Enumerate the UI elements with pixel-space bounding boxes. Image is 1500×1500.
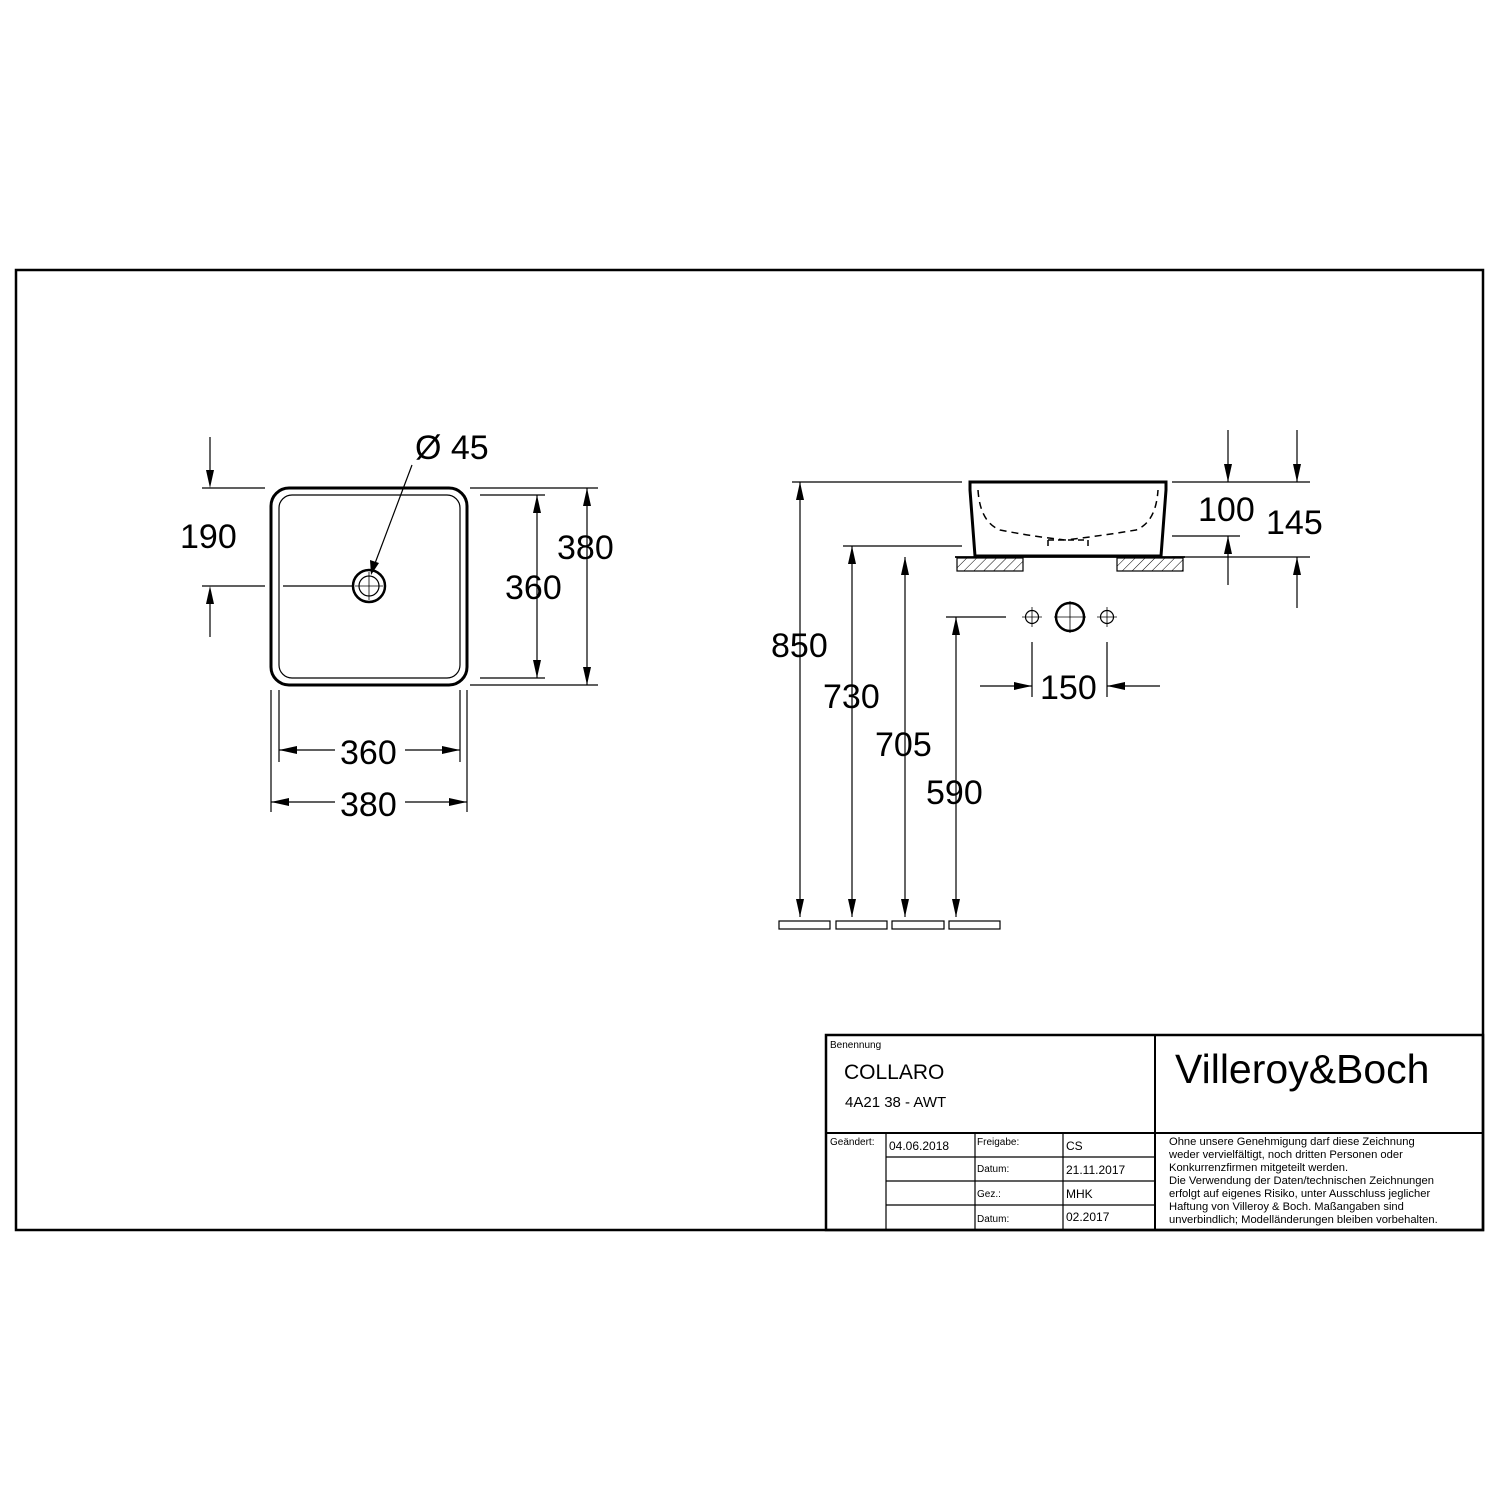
width-outer-label: 380 — [340, 786, 397, 824]
notice-line: Haftung von Villeroy & Boch. Maßangaben … — [1169, 1201, 1404, 1213]
drawing-frame — [14, 268, 1485, 1232]
notice-line: Konkurrenzfirmen mitgeteilt werden. — [1169, 1162, 1348, 1174]
basin-inner-dashed — [977, 489, 1159, 541]
height-590-label: 590 — [926, 774, 983, 812]
height-730-label: 730 — [823, 678, 880, 716]
floor-block — [778, 920, 831, 930]
basin-inner-outline — [278, 494, 461, 679]
spacing-150-label: 150 — [1040, 669, 1097, 707]
spacing-150-dimension — [980, 642, 1160, 697]
product-code: 4A21 38 - AWT — [845, 1094, 946, 1111]
basin-outer-outline — [269, 486, 469, 687]
drain-diameter-label: Ø 45 — [415, 429, 489, 467]
floor-block — [948, 920, 1001, 930]
depth-dimensions — [470, 487, 598, 686]
datum-value-1: 21.11.2017 — [1066, 1163, 1125, 1177]
rim-100-label: 100 — [1198, 491, 1255, 529]
benennung-label: Benennung — [830, 1040, 881, 1051]
height-850-label: 850 — [771, 627, 828, 665]
drain-offset-dimension — [202, 437, 265, 637]
drain-diameter-leader — [373, 464, 413, 567]
notice-line: unverbindlich; Modelländerungen bleiben … — [1169, 1214, 1438, 1226]
title-block: Benennung COLLARO 4A21 38 - AWT Villeroy… — [824, 1033, 1485, 1232]
countertop-hatch-right — [1116, 557, 1184, 572]
product-name: COLLARO — [844, 1061, 944, 1084]
top-view: Ø 45 190 380 360 — [180, 429, 614, 824]
freigabe-label: Freigabe: — [977, 1137, 1019, 1148]
copyright-notice: Ohne unsere Genehmigung darf diese Zeich… — [1168, 1136, 1438, 1226]
floor-block — [835, 920, 888, 930]
height-705-label: 705 — [875, 726, 932, 764]
height-730-dimension — [848, 546, 856, 917]
width-dimensions — [270, 690, 468, 812]
drain-offset-label: 190 — [180, 518, 237, 556]
notice-line: Ohne unsere Genehmigung darf diese Zeich… — [1169, 1136, 1415, 1148]
height-850-dimension — [796, 482, 804, 917]
countertop-hatch-left — [956, 557, 1024, 572]
notice-line: erfolgt auf eigenes Risiko, unter Aussch… — [1169, 1188, 1430, 1200]
floor-block — [891, 920, 945, 930]
gez-value: MHK — [1066, 1187, 1093, 1201]
freigabe-value: CS — [1066, 1139, 1083, 1153]
datum-label-1: Datum: — [977, 1164, 1009, 1175]
rim-dimensions — [1172, 430, 1310, 608]
tap-hole-symbols — [1022, 601, 1117, 633]
notice-line: Die Verwendung der Daten/technischen Zei… — [1169, 1175, 1434, 1187]
depth-outer-label: 380 — [557, 529, 614, 567]
basin-side-profile — [968, 480, 1168, 558]
datum-label-2: Datum: — [977, 1214, 1009, 1225]
geaendert-date: 04.06.2018 — [889, 1139, 949, 1153]
side-view: 850 730 705 590 150 — [771, 430, 1323, 930]
total-145-label: 145 — [1266, 504, 1323, 542]
gez-label: Gez.: — [977, 1189, 1001, 1200]
brand-logo-text: Villeroy&Boch — [1175, 1046, 1430, 1092]
height-705-dimension — [901, 557, 909, 917]
geaendert-label: Geändert: — [830, 1137, 874, 1148]
drain-symbol — [351, 568, 387, 604]
width-inner-label: 360 — [340, 734, 397, 772]
height-590-dimension — [952, 617, 960, 917]
depth-inner-label: 360 — [505, 569, 562, 607]
datum-value-2: 02.2017 — [1066, 1210, 1110, 1224]
notice-line: weder vervielfältigt, noch dritten Perso… — [1168, 1149, 1403, 1161]
